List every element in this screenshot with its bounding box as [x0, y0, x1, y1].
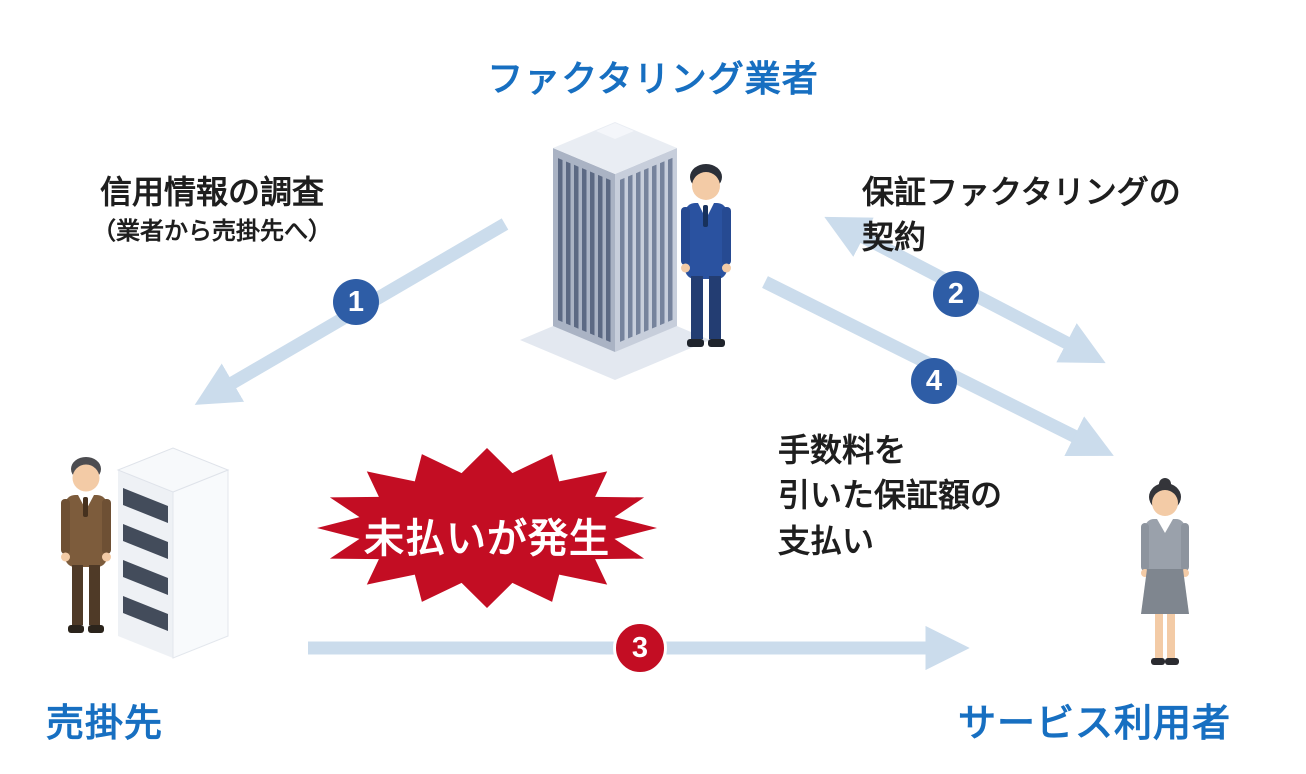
step-4-text-line3: 支払い	[778, 522, 875, 559]
factoring-company-label: ファクタリング業者	[487, 58, 819, 99]
step-4-number-badge: 4	[911, 358, 957, 404]
seller-label: 売掛先	[46, 703, 164, 745]
step-1-number-badge: 1	[333, 279, 379, 325]
step-4-text-line1: 手数料を	[778, 432, 907, 468]
factoring-businessman-icon	[681, 164, 731, 347]
service-user-person-icon	[1141, 478, 1189, 665]
step-4-label: 手数料を 引いた保証額の 支払い	[778, 428, 1118, 564]
seller-person-icon	[61, 457, 111, 633]
step-2-number-badge: 2	[933, 271, 979, 317]
unpaid-burst-icon	[317, 448, 657, 608]
step-3-number-badge: 3	[613, 621, 667, 675]
step-1-text: 信用情報の調査	[99, 174, 324, 210]
seller-building-icon	[116, 447, 230, 659]
factoring-company-building-icon	[520, 122, 710, 380]
step-2-label: 保証ファクタリングの 契約	[862, 170, 1282, 261]
step-2-text-line1: 保証ファクタリングの	[862, 174, 1181, 210]
service-user-label: サービス利用者	[958, 703, 1232, 745]
step-1-subtext: （業者から売掛先へ）	[92, 218, 332, 246]
step-4-text-line2: 引いた保証額の	[778, 477, 1003, 514]
step-2-text-line2: 契約	[862, 219, 927, 256]
unpaid-burst-label: 未払いが発生	[364, 517, 610, 561]
step-1-label: 信用情報の調査 （業者から売掛先へ）	[62, 170, 362, 250]
